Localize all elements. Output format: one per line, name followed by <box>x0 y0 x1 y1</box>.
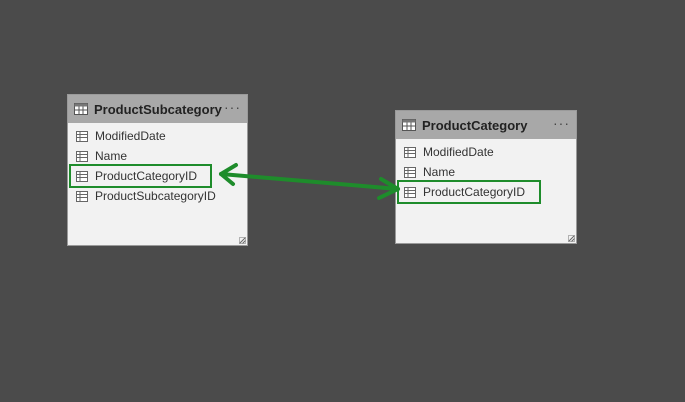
field-row-highlighted[interactable]: ProductCategoryID <box>397 180 541 204</box>
field-icon <box>404 146 416 158</box>
more-options-icon[interactable]: ··· <box>553 115 570 131</box>
field-label: ModifiedDate <box>95 129 166 143</box>
table-card-header[interactable]: ProductSubcategory ··· <box>68 95 247 123</box>
table-card-header[interactable]: ProductCategory ··· <box>396 111 576 139</box>
field-list: ModifiedDate Name ProductCategor <box>396 139 576 204</box>
field-label: ModifiedDate <box>423 145 494 159</box>
field-row[interactable]: Name <box>396 162 576 182</box>
more-options-icon[interactable]: ··· <box>224 99 241 115</box>
resize-grip-icon[interactable] <box>568 235 575 242</box>
field-icon <box>404 166 416 178</box>
field-icon <box>76 170 88 182</box>
field-label: Name <box>423 165 456 179</box>
field-row[interactable]: ModifiedDate <box>396 142 576 162</box>
field-list: ModifiedDate Name ProductCategor <box>68 123 247 206</box>
field-row[interactable]: ProductSubcategoryID <box>68 186 247 206</box>
field-row[interactable]: ModifiedDate <box>68 126 247 146</box>
field-icon <box>76 150 88 162</box>
field-icon <box>76 130 88 142</box>
field-icon <box>76 190 88 202</box>
table-icon <box>402 119 416 131</box>
table-title: ProductCategory <box>422 117 528 133</box>
table-card-productsubcategory[interactable]: ProductSubcategory ··· ModifiedDate <box>67 94 248 246</box>
field-label: ProductSubcategoryID <box>95 189 216 203</box>
table-title: ProductSubcategory <box>94 101 222 117</box>
field-label: Name <box>95 149 128 163</box>
resize-grip-icon[interactable] <box>239 237 246 244</box>
field-row[interactable]: Name <box>68 146 247 166</box>
field-label: ProductCategoryID <box>95 169 198 183</box>
table-card-productcategory[interactable]: ProductCategory ··· ModifiedDate <box>395 110 577 244</box>
field-label: ProductCategoryID <box>423 185 526 199</box>
field-icon <box>404 186 416 198</box>
table-icon <box>74 103 88 115</box>
field-row-highlighted[interactable]: ProductCategoryID <box>69 164 212 188</box>
